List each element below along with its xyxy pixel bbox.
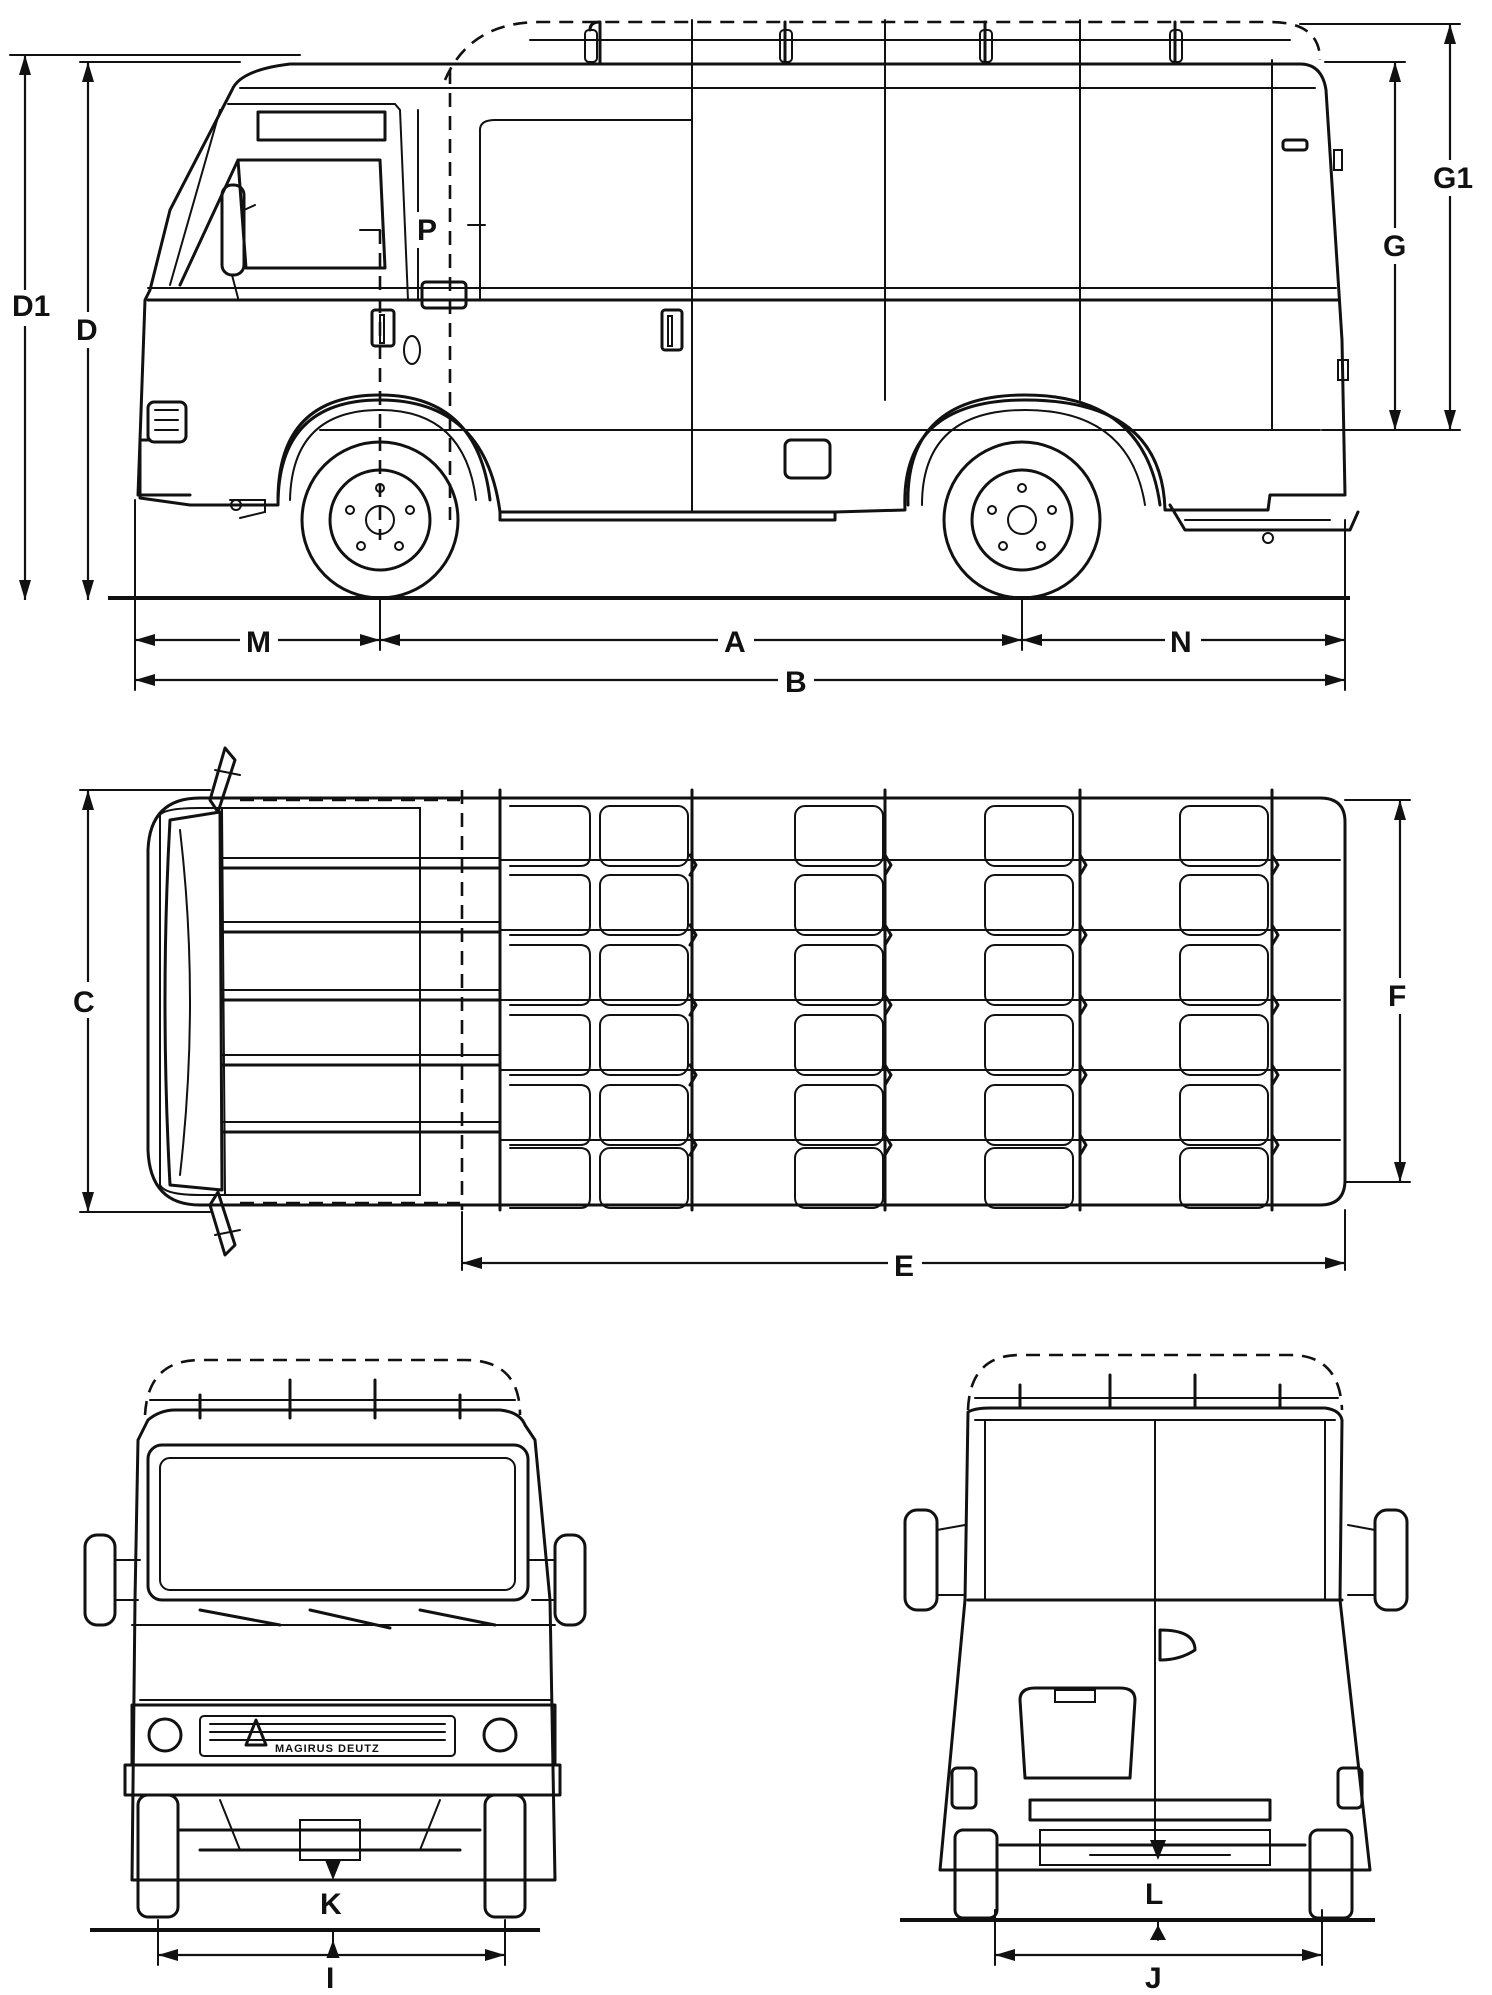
side-rear-wheel: [942, 440, 1102, 600]
label-K: K: [320, 1888, 342, 1921]
label-L: L: [1145, 1878, 1163, 1911]
side-view: [108, 19, 1360, 600]
top-mirror-left: [208, 746, 241, 814]
label-G1: G1: [1433, 162, 1473, 195]
front-brand-text: MAGIRUS DEUTZ: [275, 1743, 380, 1755]
rear-body-outline: [938, 1406, 1372, 1872]
label-E: E: [894, 1250, 914, 1283]
front-body-outline: [130, 1408, 557, 1882]
rear-mirror-left: [903, 1508, 966, 1612]
side-front-bumper: [136, 438, 192, 497]
label-D1: D1: [12, 290, 50, 323]
label-D: D: [76, 314, 98, 347]
rear-wheel-left: [953, 1828, 999, 1920]
front-headlight-left: [147, 1717, 183, 1753]
front-mirror-right: [529, 1533, 587, 1627]
side-cab-window: [178, 110, 387, 287]
top-mirror-right: [208, 1190, 241, 1257]
rear-wheel-right: [1308, 1828, 1354, 1920]
rear-view: [900, 1353, 1409, 1966]
front-wheel-right: [483, 1793, 527, 1919]
top-roof-rack-grid: [498, 788, 1341, 1212]
side-body-outline: [138, 62, 1347, 514]
label-B: B: [785, 666, 807, 699]
front-mirror-left: [83, 1533, 141, 1627]
label-F: F: [1388, 980, 1406, 1013]
side-rear-step: [1168, 503, 1360, 544]
top-body-outline: [146, 796, 1347, 1207]
label-I: I: [326, 1962, 334, 1995]
label-G: G: [1383, 230, 1406, 263]
side-dimensions: [9, 23, 1461, 691]
side-mirror: [220, 183, 256, 299]
top-dimensions: [79, 789, 1411, 1271]
label-P: P: [417, 214, 437, 247]
label-N: N: [1170, 626, 1192, 659]
top-view: [146, 746, 1347, 1257]
top-roof-slats: [220, 857, 502, 1134]
label-J: J: [1145, 1962, 1162, 1995]
label-C: C: [73, 986, 95, 1019]
rear-step: [1028, 1798, 1272, 1822]
front-brand-logo: [244, 1718, 268, 1747]
rear-mirror-right: [1347, 1508, 1409, 1612]
side-roof-rack: [529, 20, 1291, 64]
side-high-roof-outline: [443, 20, 1322, 81]
rear-taillight-left: [950, 1766, 978, 1810]
label-A: A: [724, 626, 746, 659]
rear-plate-recess: [1018, 1686, 1137, 1780]
front-view: MAGIRUS DEUTZ: [83, 1358, 587, 1966]
front-wheel-left: [136, 1793, 180, 1919]
rear-taillight-right: [1336, 1766, 1364, 1810]
front-windshield: [146, 1443, 530, 1602]
label-M: M: [246, 626, 271, 659]
front-headlight-right: [482, 1717, 518, 1753]
front-bumper: [123, 1763, 562, 1797]
